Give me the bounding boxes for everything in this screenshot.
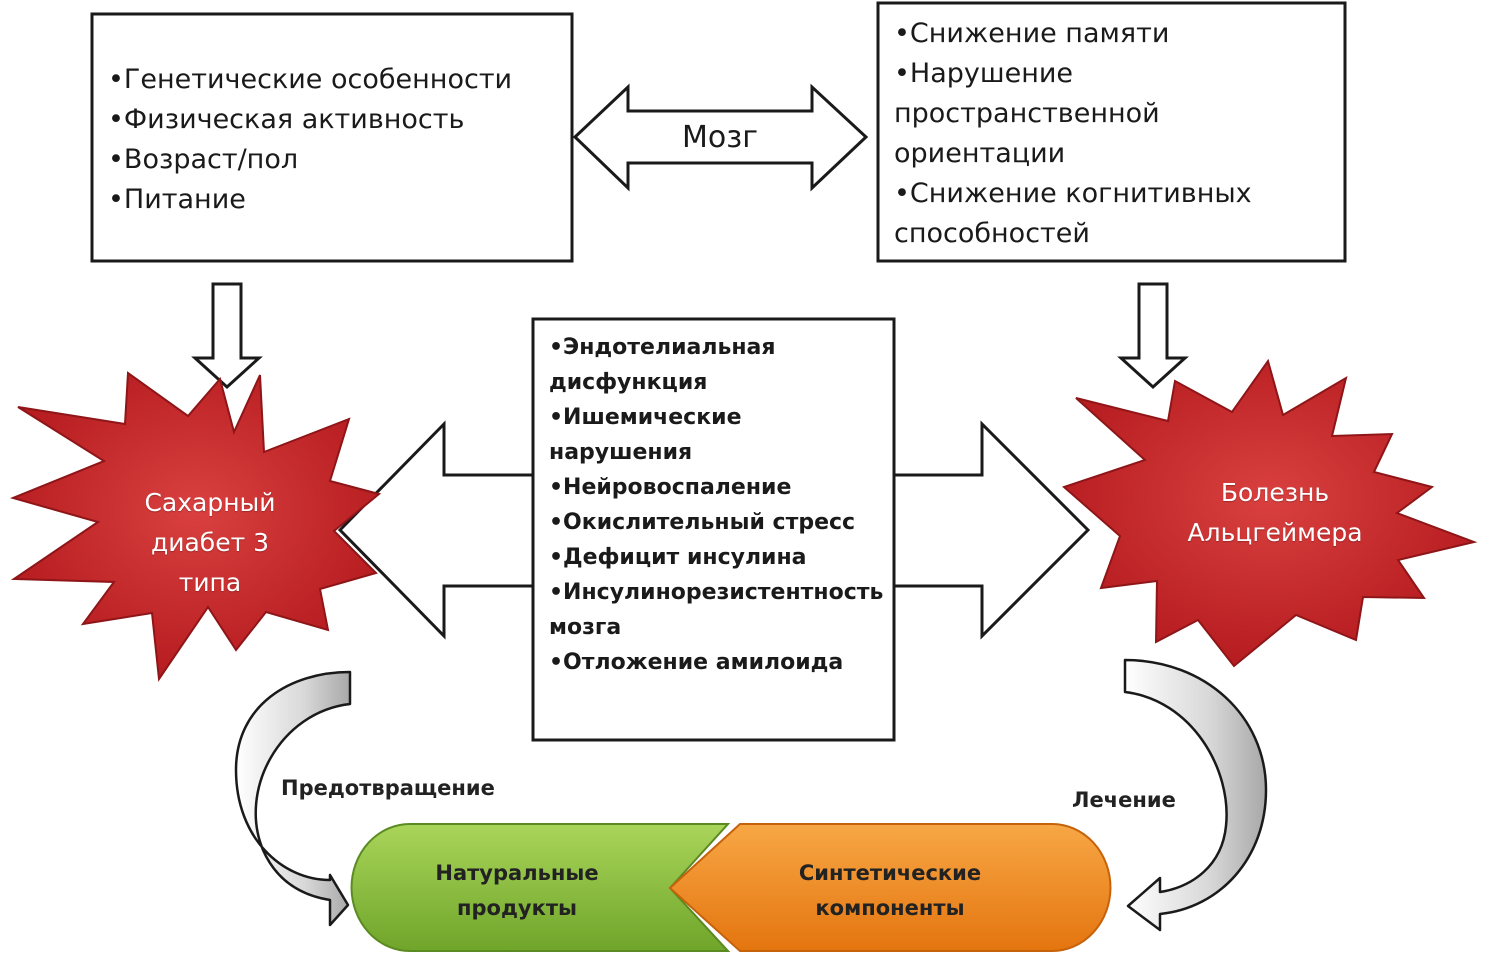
factor-age-sex: •Возраст/пол (108, 144, 299, 175)
brain-double-arrow (572, 83, 869, 192)
diabetes-star-line-2: диабет 3 (150, 528, 270, 557)
symptom-line-4: ориентации (894, 138, 1066, 169)
synthetic-components-line-1: Синтетические (798, 861, 982, 885)
diabetes-star-label: Сахарный диабет 3 типа (100, 483, 320, 603)
factor-genetics: •Генетические особенности (108, 64, 513, 95)
treatment-curved-arrow (1123, 658, 1268, 932)
natural-products-label: Натуральные продукты (392, 856, 642, 926)
factor-physical-activity: •Физическая активность (108, 104, 465, 135)
symptom-line-1: •Снижение памяти (894, 18, 1170, 49)
synthetic-components-label: Синтетические компоненты (760, 856, 1020, 926)
symptom-line-6: способностей (894, 218, 1090, 249)
alzheimer-star-label: Болезнь Альцгеймера (1160, 473, 1390, 553)
alzheimer-star-line-1: Болезнь (1220, 478, 1330, 507)
down-arrow-right (1117, 282, 1189, 390)
mechanism-line-1: •Эндотелиальная (549, 335, 776, 360)
mechanism-line-10: •Отложение амилоида (549, 650, 844, 675)
natural-pill-shape (350, 823, 731, 952)
mechanisms-box-frame (531, 317, 896, 742)
prevention-label: Предотвращение (281, 776, 495, 800)
down-arrow-left (191, 282, 263, 390)
mechanism-line-4: нарушения (549, 440, 693, 465)
mechanism-line-2: дисфункция (549, 370, 708, 395)
mechanism-line-5: •Нейровоспаление (549, 475, 792, 500)
mechanism-line-6: •Окислительный стресс (549, 510, 856, 535)
treatment-label: Лечение (1072, 788, 1176, 812)
factors-box-frame (90, 12, 574, 263)
diabetes-star-line-1: Сахарный (144, 488, 276, 517)
symptom-line-3: пространственной (894, 98, 1160, 129)
mechanism-line-3: •Ишемические (549, 405, 742, 430)
central-double-arrow-right (892, 420, 1091, 640)
mechanism-line-9: мозга (549, 615, 622, 640)
prevention-curved-arrow (234, 670, 352, 927)
diabetes-star (9, 371, 382, 682)
factors-list: •Генетические особенности •Физическая ак… (108, 60, 512, 220)
symptoms-list: •Снижение памяти •Нарушение пространстве… (894, 14, 1252, 254)
natural-products-line-1: Натуральные (435, 861, 599, 885)
natural-products-line-2: продукты (456, 896, 578, 920)
mechanisms-list: •Эндотелиальная дисфункция •Ишемические … (549, 330, 883, 680)
alzheimer-star (1062, 358, 1478, 668)
symptom-line-2: •Нарушение (894, 58, 1074, 89)
mechanism-line-8: •Инсулинорезистентность (549, 580, 884, 605)
diabetes-star-line-3: типа (178, 568, 242, 597)
central-double-arrow (337, 420, 535, 640)
synthetic-pill-shape (668, 823, 1112, 952)
alzheimer-star-line-2: Альцгеймера (1187, 518, 1363, 547)
factor-nutrition: •Питание (108, 184, 246, 215)
brain-label: Мозг (682, 120, 758, 155)
symptoms-box-frame (876, 1, 1347, 263)
mechanism-line-7: •Дефицит инсулина (549, 545, 807, 570)
synthetic-components-line-2: компоненты (815, 896, 965, 920)
symptom-line-5: •Снижение когнитивных (894, 178, 1252, 209)
